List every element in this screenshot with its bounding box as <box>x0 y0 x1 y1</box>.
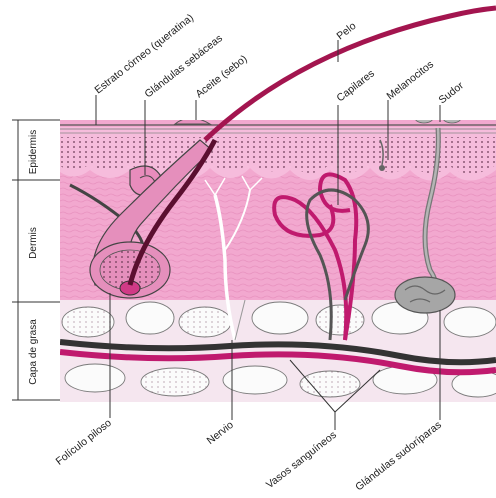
layer-capa-de-grasa: Capa de grasa <box>28 319 39 385</box>
label-melanocitos: Melanocitos <box>384 58 436 102</box>
label-foliculo-piloso: Folículo piloso <box>54 417 114 468</box>
label-estrato-corneo: Estrato córneo (queratina) <box>92 12 196 97</box>
label-nervio: Nervio <box>205 419 236 447</box>
label-pelo: Pelo <box>334 20 358 42</box>
skin-section <box>60 113 496 402</box>
layer-epidermis: Epidermis <box>28 130 39 174</box>
label-aceite: Aceite (sebo) <box>193 53 249 101</box>
layer-dermis: Dermis <box>28 227 39 259</box>
label-capilares: Capilares <box>334 68 376 105</box>
label-sudor: Sudor <box>436 79 466 106</box>
label-vasos-sanguineos: Vasos sanguíneos <box>264 429 339 491</box>
oil-sebum <box>175 118 210 124</box>
label-glandulas-sudoriparas: Glándulas sudoríparas <box>353 419 444 494</box>
